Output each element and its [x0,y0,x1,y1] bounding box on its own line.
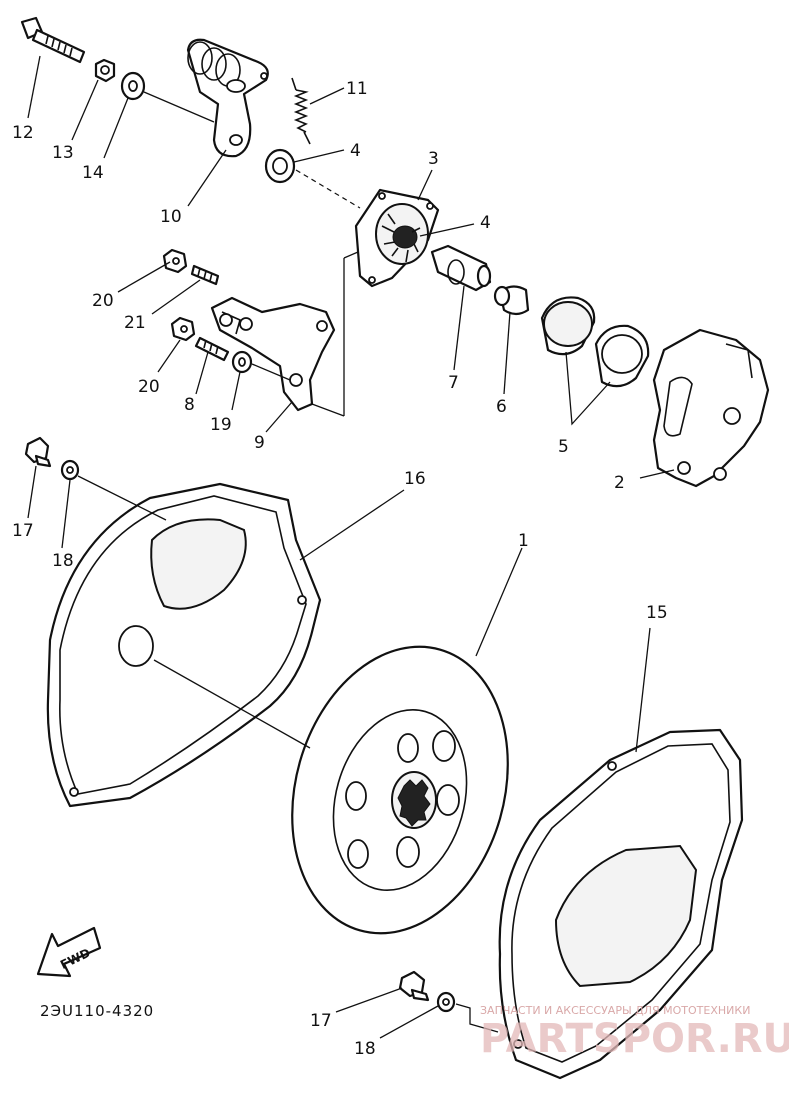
bolt-17-upper [24,436,52,468]
watermark: ЗАПЧАСТИ И АКСЕССУАРЫ ДЛЯ МОТОТЕХНИКИ PA… [480,1004,789,1062]
callout-12: 12 [12,123,34,143]
callout-17-upper: 17 [12,521,34,541]
diagram-code: 2ЭU110-4320 [40,1002,154,1020]
caliper-bracket-9 [210,296,336,412]
stud-21 [190,264,220,286]
callout-8: 8 [184,395,195,415]
callout-18-upper: 18 [52,551,74,571]
callout-19: 19 [210,415,232,435]
callout-4-upper: 4 [350,141,361,161]
bolt-12 [20,16,86,64]
washer-18-lower [436,991,456,1013]
spring-11 [291,77,311,145]
watermark-tagline: ЗАПЧАСТИ И АКСЕССУАРЫ ДЛЯ МОТОТЕХНИКИ [480,1004,750,1017]
nut-20-upper [162,248,188,274]
callout-11: 11 [346,79,368,99]
callout-2: 2 [614,473,625,493]
nut-13 [94,58,116,83]
callout-15: 15 [646,603,668,623]
callout-20-lower: 20 [138,377,160,397]
callout-21: 21 [124,313,146,333]
callout-17-lower: 17 [310,1011,332,1031]
adjuster-pin-7 [430,244,492,292]
callout-20-upper: 20 [92,291,114,311]
callout-13: 13 [52,143,74,163]
washer-19 [231,350,253,374]
piston-pin-6 [493,285,530,316]
brake-disc-1 [291,645,509,935]
seal-4-upper [264,148,296,184]
callout-14: 14 [82,163,104,183]
disc-cover-16 [46,482,322,808]
callout-4-lower: 4 [480,213,491,233]
stud-8 [194,336,230,362]
washer-14 [120,71,146,101]
washer-18-upper [60,459,80,481]
watermark-brand: PARTSPOR.RU [480,1016,789,1062]
callout-18-lower: 18 [354,1039,376,1059]
alignment-lines [77,91,499,1033]
spring-bracket-10 [186,38,269,158]
callout-10: 10 [160,207,182,227]
callout-3: 3 [428,149,439,169]
callout-labels: 12 13 14 10 11 4 3 4 20 21 20 8 19 9 7 6… [12,79,668,1059]
caliper-cover-3 [354,188,440,288]
bolt-17-lower [398,970,430,1002]
fwd-arrow-icon: FWD [36,926,102,978]
seal-ring-5 [594,324,650,388]
callout-9: 9 [254,433,265,453]
callout-1: 1 [518,531,529,551]
disc-guard-15 [498,728,744,1080]
nut-20-lower [170,316,196,342]
callout-16: 16 [404,469,426,489]
piston-5 [540,296,596,356]
leader-lines [27,55,675,1039]
callout-5: 5 [558,437,569,457]
callout-7: 7 [448,373,459,393]
callout-6: 6 [496,397,507,417]
caliper-body-2 [652,328,770,488]
